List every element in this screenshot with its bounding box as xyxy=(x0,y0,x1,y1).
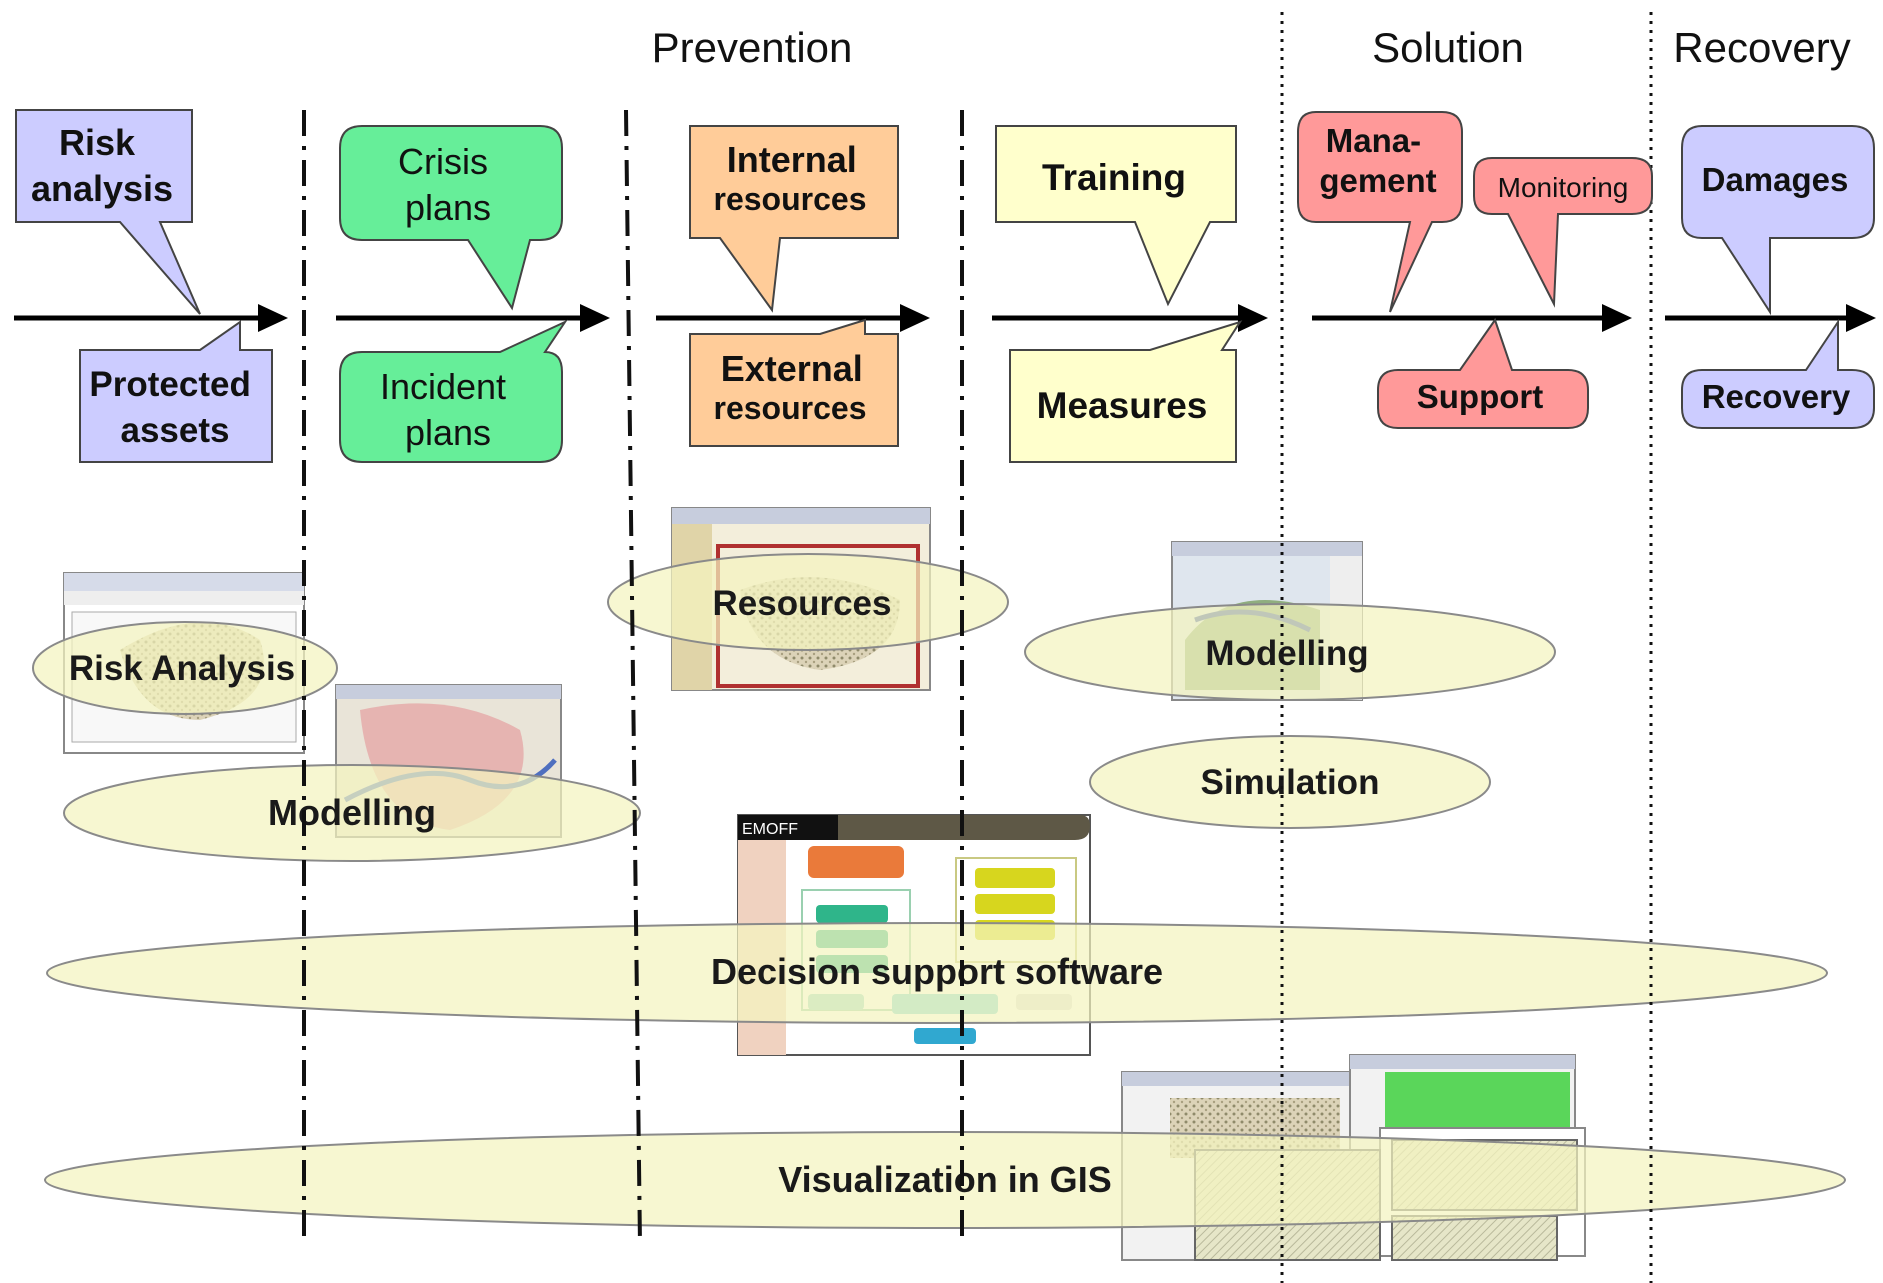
monitoring-label: Monitoring xyxy=(1498,172,1629,203)
protected-assets-line1: Protected xyxy=(89,365,250,404)
callout-support: Support xyxy=(1377,317,1589,429)
callout-recovery: Recovery xyxy=(1681,318,1875,429)
visualization-gis-ellipse: Visualization in GIS xyxy=(44,1131,1846,1229)
arrow-4-head xyxy=(1238,304,1268,332)
protected-assets-line2: assets xyxy=(121,411,230,450)
callout-external-resources: External resources xyxy=(689,318,899,447)
phase-prevention: Prevention xyxy=(652,24,853,71)
callout-protected-assets: Protected assets xyxy=(79,320,273,463)
phase-recovery: Recovery xyxy=(1673,24,1850,71)
management-line1: Mana- xyxy=(1326,122,1421,159)
arrow-2-head xyxy=(580,304,610,332)
external-resources-line2: resources xyxy=(714,390,867,426)
external-resources-line1: External xyxy=(721,348,863,389)
modelling-right-label: Modelling xyxy=(1205,634,1368,673)
timeline-arrows xyxy=(14,304,1876,332)
incident-plans-line2: plans xyxy=(405,412,491,453)
arrow-3-head xyxy=(900,304,930,332)
decision-support-ellipse: Decision support software xyxy=(46,922,1828,1024)
risk-analysis-line1: Risk xyxy=(59,122,136,163)
callout-monitoring: Monitoring xyxy=(1473,157,1653,308)
modelling-left-ellipse: Modelling xyxy=(63,764,641,862)
arrow-1-head xyxy=(258,304,288,332)
callout-management: Mana- gement xyxy=(1297,111,1463,313)
callout-internal-resources: Internal resources xyxy=(689,125,899,313)
arrow-6-head xyxy=(1846,304,1876,332)
callout-training: Training xyxy=(995,125,1237,307)
risk-analysis-ellipse: Risk Analysis xyxy=(32,621,338,715)
resources-ellipse-label: Resources xyxy=(713,584,892,623)
risk-analysis-ellipse-label: Risk Analysis xyxy=(69,649,295,688)
simulation-label: Simulation xyxy=(1201,763,1380,802)
callout-incident-plans: Incident plans xyxy=(339,319,568,463)
support-label: Support xyxy=(1417,378,1543,415)
recovery-callout-label: Recovery xyxy=(1702,378,1851,415)
callout-damages: Damages xyxy=(1681,125,1875,316)
svg-text:Crisis plans: Crisis plans xyxy=(398,141,498,228)
emoff-title: EMOFF xyxy=(742,821,798,838)
svg-text:Protected assets: Protected assets xyxy=(89,365,260,450)
svg-text:Internal resources: Internal resources xyxy=(714,139,867,217)
crisis-plans-line1: Crisis xyxy=(398,141,488,182)
internal-resources-line2: resources xyxy=(714,181,867,217)
svg-text:Risk analysis: Risk analysis xyxy=(31,122,173,209)
decision-support-label: Decision support software xyxy=(711,951,1163,992)
phase-solution: Solution xyxy=(1372,24,1524,71)
crisis-plans-line2: plans xyxy=(405,187,491,228)
modelling-right-ellipse: Modelling xyxy=(1024,603,1556,701)
incident-plans-line1: Incident xyxy=(380,366,506,407)
risk-analysis-line2: analysis xyxy=(31,168,173,209)
internal-resources-line1: Internal xyxy=(727,139,857,180)
divider-2 xyxy=(624,109,642,1246)
callout-measures: Measures xyxy=(1009,320,1243,463)
svg-text:Incident plans: Incident plans xyxy=(380,366,516,453)
measures-label: Measures xyxy=(1037,385,1208,426)
damages-label: Damages xyxy=(1702,161,1849,198)
svg-text:External resources: External resources xyxy=(714,348,868,426)
training-label: Training xyxy=(1042,157,1186,198)
callout-crisis-plans: Crisis plans xyxy=(339,125,563,311)
phase-dividers xyxy=(302,12,1653,1283)
callout-risk-analysis: Risk analysis xyxy=(15,109,201,315)
visualization-gis-label: Visualization in GIS xyxy=(778,1159,1111,1200)
resources-ellipse: Resources xyxy=(607,553,1009,651)
modelling-left-label: Modelling xyxy=(268,792,436,833)
svg-text:Mana- gement: Mana- gement xyxy=(1319,122,1436,199)
arrow-5-head xyxy=(1602,304,1632,332)
simulation-ellipse: Simulation xyxy=(1089,735,1491,829)
management-line2: gement xyxy=(1319,162,1436,199)
